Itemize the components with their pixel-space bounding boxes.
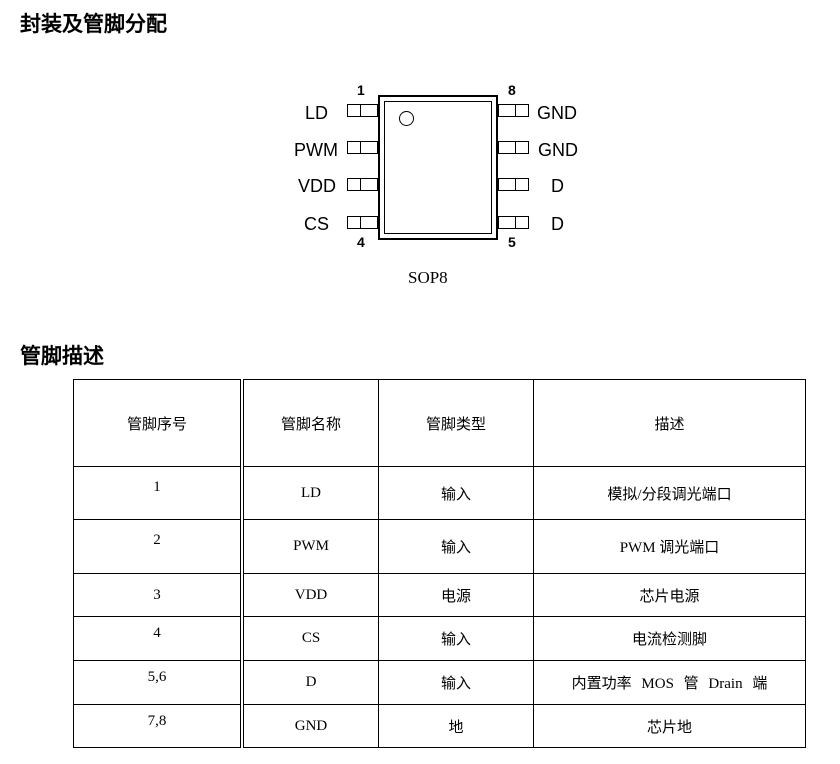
cell: 2 bbox=[73, 519, 244, 574]
cell: 芯片地 bbox=[533, 704, 806, 748]
pin-number-8: 8 bbox=[508, 82, 516, 98]
chip-body bbox=[378, 95, 498, 240]
pin-description-table: 管脚序号 管脚名称 管脚类型 描述 1 LD 输入 模拟/分段调光端口 2 PW… bbox=[73, 379, 806, 748]
cell: GND bbox=[241, 704, 379, 748]
pin-lead bbox=[498, 216, 529, 229]
cell: 内置功率 MOS 管 Drain 端 bbox=[533, 660, 806, 705]
cell: 电源 bbox=[378, 573, 534, 617]
pin-lead bbox=[347, 141, 378, 154]
pin-number-4: 4 bbox=[357, 234, 365, 250]
cell: 4 bbox=[73, 616, 244, 661]
cell: 1 bbox=[73, 466, 244, 520]
header-cell: 描述 bbox=[533, 379, 806, 467]
pin1-marker-icon bbox=[399, 111, 414, 126]
cell: 3 bbox=[73, 573, 244, 617]
pin-number-1: 1 bbox=[357, 82, 365, 98]
cell: 输入 bbox=[378, 519, 534, 574]
pin-label-d-5: D bbox=[551, 214, 564, 234]
pin-label-pwm: PWM bbox=[294, 140, 338, 160]
section-title-package: 封装及管脚分配 bbox=[20, 12, 167, 36]
table-row: 4 CS 输入 电流检测脚 bbox=[73, 616, 806, 661]
table-row: 5,6 D 输入 内置功率 MOS 管 Drain 端 bbox=[73, 660, 806, 705]
table-header-row: 管脚序号 管脚名称 管脚类型 描述 bbox=[73, 379, 806, 467]
pin-label-vdd: VDD bbox=[297, 176, 336, 196]
cell: 模拟/分段调光端口 bbox=[533, 466, 806, 520]
pin-lead bbox=[498, 141, 529, 154]
pin-lead bbox=[347, 104, 378, 117]
pin-lead bbox=[347, 178, 378, 191]
cell: 地 bbox=[378, 704, 534, 748]
pin-label-gnd-8: GND bbox=[537, 103, 577, 123]
header-cell: 管脚类型 bbox=[378, 379, 534, 467]
cell: 芯片电源 bbox=[533, 573, 806, 617]
table-row: 7,8 GND 地 芯片地 bbox=[73, 704, 806, 748]
cell: PWM 调光端口 bbox=[533, 519, 806, 574]
package-name: SOP8 bbox=[408, 268, 448, 287]
pin-lead bbox=[498, 104, 529, 117]
pin-label-cs: CS bbox=[303, 214, 329, 234]
cell: CS bbox=[241, 616, 379, 661]
cell: 5,6 bbox=[73, 660, 244, 705]
cell: VDD bbox=[241, 573, 379, 617]
section-title-pin-description: 管脚描述 bbox=[20, 344, 104, 368]
pin-lead bbox=[498, 178, 529, 191]
pin-lead bbox=[347, 216, 378, 229]
cell: 7,8 bbox=[73, 704, 244, 748]
cell: LD bbox=[241, 466, 379, 520]
pin-label-d-6: D bbox=[551, 176, 564, 196]
table-row: 3 VDD 电源 芯片电源 bbox=[73, 573, 806, 617]
pin-label-gnd-7: GND bbox=[538, 140, 578, 160]
cell: 输入 bbox=[378, 660, 534, 705]
cell: 输入 bbox=[378, 466, 534, 520]
pin-number-5: 5 bbox=[508, 234, 516, 250]
cell: PWM bbox=[241, 519, 379, 574]
cell: D bbox=[241, 660, 379, 705]
table-row: 2 PWM 输入 PWM 调光端口 bbox=[73, 519, 806, 574]
cell: 电流检测脚 bbox=[533, 616, 806, 661]
pin-label-ld: LD bbox=[304, 103, 328, 123]
cell: 输入 bbox=[378, 616, 534, 661]
table-row: 1 LD 输入 模拟/分段调光端口 bbox=[73, 466, 806, 520]
header-cell: 管脚名称 bbox=[241, 379, 379, 467]
header-cell: 管脚序号 bbox=[73, 379, 244, 467]
